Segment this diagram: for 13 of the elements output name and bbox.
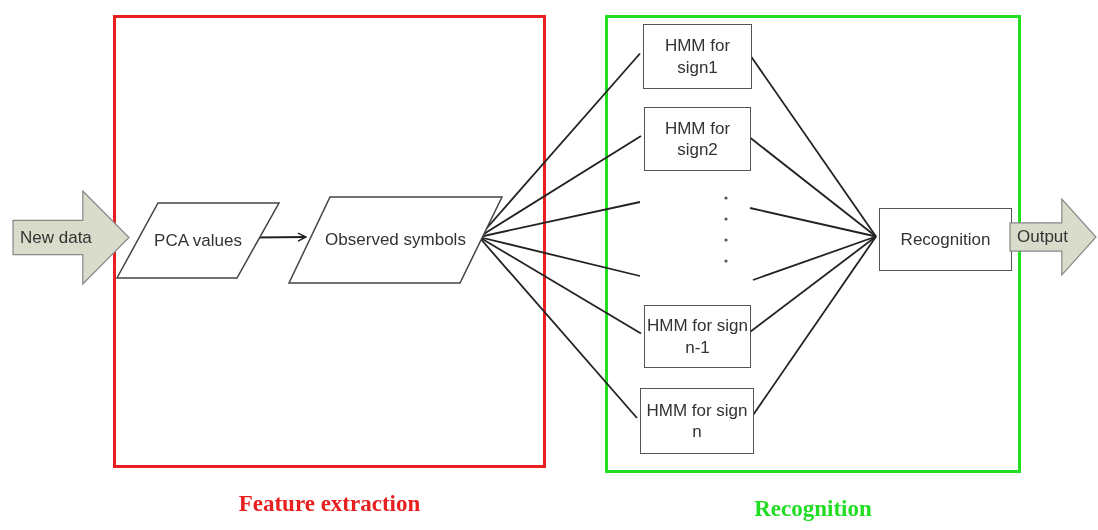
connector-line [749, 207, 877, 238]
section-heading: Feature extraction [237, 491, 422, 517]
process-box: HMM for sign n-1 [644, 305, 751, 368]
process-box: Recognition [879, 208, 1012, 271]
block-arrow: New data [12, 190, 130, 285]
process-box: HMM for sign n [640, 388, 754, 454]
data-parallelogram: PCA values [116, 202, 280, 279]
process-box: HMM for sign1 [643, 24, 752, 89]
process-box: HMM for sign2 [644, 107, 751, 171]
block-arrow: Output [1009, 198, 1097, 276]
section-heading: Recognition [753, 496, 873, 522]
data-parallelogram: Observed symbols [288, 196, 503, 284]
connector-line [752, 235, 877, 281]
